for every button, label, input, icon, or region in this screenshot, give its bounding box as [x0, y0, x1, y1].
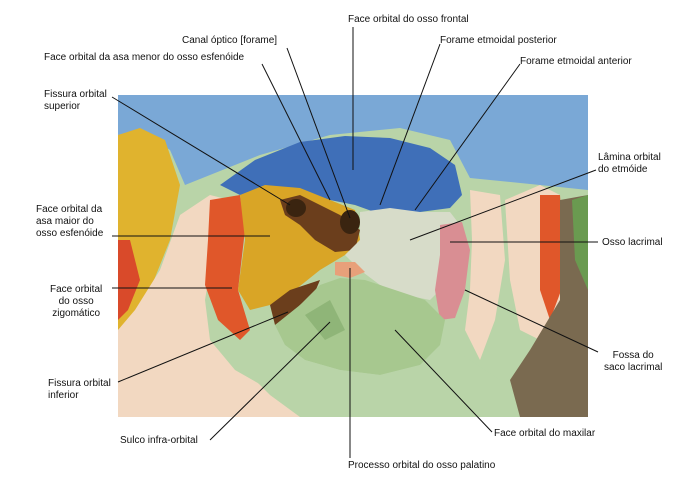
label-processo-orbital-palatino: Processo orbital do osso palatino [348, 460, 496, 471]
label-line: superior [44, 101, 81, 112]
maxilla-orbital-face [275, 278, 445, 375]
leader-fissura-superior [111, 96, 291, 206]
label-canal-optico: Canal óptico [forame] [182, 35, 278, 46]
label-fossa-saco-lacrimal: Fossa do saco lacrimal [604, 350, 662, 374]
label-forame-etmoidal-posterior: Forame etmoidal posterior [440, 35, 557, 46]
frontal-orbital-face [220, 136, 462, 214]
leader-fossa-lacrimal [464, 289, 599, 353]
leader-fissura-inferior [117, 311, 289, 383]
ethmoid-orbital-plate [345, 208, 460, 300]
leader-canal-optico [286, 47, 351, 219]
label-line: asa maior do [36, 216, 94, 227]
label-line: Fossa do [612, 350, 654, 361]
label-line: Lâmina orbital [598, 152, 661, 163]
zygomatic-orbital-face [205, 195, 250, 340]
label-line: zigomático [52, 308, 101, 319]
label-forame-etmoidal-anterior: Forame etmoidal anterior [520, 56, 632, 67]
zygomatic-edge [118, 240, 140, 320]
label-lamina-orbital-etmoide: Lâmina orbital do etmóide [598, 152, 661, 176]
right-nasal-orange [540, 195, 565, 320]
label-osso-lacrimal: Osso lacrimal [602, 237, 663, 248]
label-face-orbital-asa-menor: Face orbital da asa menor do osso esfenó… [44, 52, 245, 63]
leader-sulco [209, 321, 331, 441]
label-line: do etmóide [598, 164, 648, 175]
left-bone-pale [118, 195, 300, 417]
label-face-orbital-maxilar: Face orbital do maxilar [494, 428, 596, 439]
label-fissura-orbital-inferior: Fissura orbital inferior [48, 378, 111, 402]
label-line: inferior [48, 390, 79, 401]
label-sulco-infra-orbital: Sulco infra-orbital [120, 435, 198, 446]
lacrimal-bone [435, 222, 470, 320]
label-line: saco lacrimal [604, 362, 663, 373]
label-line: Fissura orbital [48, 378, 111, 389]
label-line: Fissura orbital [44, 89, 107, 100]
frontal-bone-upper [118, 95, 588, 190]
right-frontal-process-maxilla [465, 190, 505, 360]
label-line: do osso [58, 296, 94, 307]
maxilla-lower [240, 345, 520, 417]
label-line: osso esfenóide [36, 228, 104, 239]
label-face-orbital-asa-maior: Face orbital da asa maior do osso esfenó… [36, 204, 103, 240]
right-dark-area [510, 195, 588, 417]
leader-lamina-etmoide [409, 169, 597, 241]
infraorbital-groove [305, 300, 345, 340]
label-line: Face orbital da [36, 204, 103, 215]
label-face-orbital-zigomatico: Face orbital do osso zigomático [50, 284, 102, 320]
leader-etmoidal-posterior [379, 43, 441, 206]
leader-asa-menor [261, 63, 331, 201]
label-fissura-orbital-superior: Fissura orbital superior [44, 89, 107, 113]
fissure-hole [286, 199, 306, 217]
optic-canal-hole [340, 210, 360, 234]
label-face-orbital-frontal: Face orbital do osso frontal [348, 14, 469, 25]
leader-etmoidal-anterior [414, 63, 521, 211]
leader-maxilar [394, 329, 493, 433]
label-line: Face orbital [50, 284, 103, 295]
